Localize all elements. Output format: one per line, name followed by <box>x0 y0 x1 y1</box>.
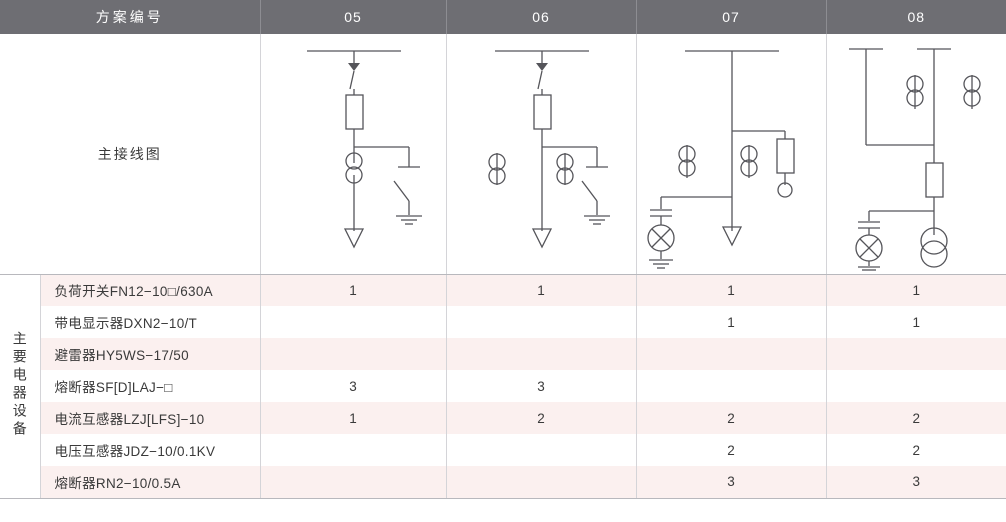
cell-06: 3 <box>446 370 637 402</box>
cell-05 <box>260 338 447 370</box>
current-transformer-right-icon-bottom <box>555 167 574 185</box>
header-column-05: 05 <box>260 0 447 34</box>
row-label: 带电显示器DXN2−10/T <box>40 306 261 338</box>
fuse-icon <box>775 138 795 174</box>
cell-05: 3 <box>260 370 447 402</box>
cell-05 <box>260 306 447 338</box>
group-label-text: 主要电器设备 <box>11 330 28 439</box>
cell-05 <box>260 466 447 499</box>
diagram-cell-05 <box>260 34 447 275</box>
current-transformer-right-icon-bottom <box>962 89 981 107</box>
vt-cross-2 <box>859 238 878 258</box>
row-label: 电流互感器LZJ[LFS]−10 <box>40 402 261 434</box>
current-transformer-right-icon-top <box>555 153 574 171</box>
main-wiring-diagram-label: 主接线图 <box>0 34 261 275</box>
fuse-icon <box>924 162 944 198</box>
current-transformer-right-icon-top <box>962 75 981 93</box>
row-label: 熔断器SF[D]LAJ−□ <box>40 370 261 402</box>
current-transformer-left-icon-bottom <box>905 89 924 107</box>
cell-07: 2 <box>636 434 827 466</box>
cell-06: 2 <box>446 402 637 434</box>
load-switch-blade <box>348 70 355 89</box>
diagram-cell-06 <box>446 34 637 275</box>
fuse-icon <box>532 94 552 130</box>
fuse-icon <box>344 94 364 130</box>
current-transformer-left-icon-top <box>905 75 924 93</box>
current-transformer-right-icon-top <box>739 145 758 163</box>
group-label-main-equipment: 主要电器设备 <box>0 274 41 499</box>
row-label: 负荷开关FN12−10□/630A <box>40 274 261 306</box>
cell-06 <box>446 466 637 499</box>
cell-05 <box>260 434 447 466</box>
table-row: 熔断器RN2−10/0.5A 3 3 <box>0 466 1006 499</box>
diagram-cell-07 <box>636 34 827 275</box>
cell-08: 1 <box>826 274 1006 306</box>
current-transformer-left-icon-bottom <box>677 159 696 177</box>
table-header: 方案编号 05 06 07 08 <box>0 0 1006 34</box>
small-circle-icon <box>776 182 793 198</box>
cell-07: 1 <box>636 274 827 306</box>
disconnector-arrow-icon <box>535 62 548 71</box>
cell-06 <box>446 338 637 370</box>
current-transformer-left-icon-top <box>677 145 696 163</box>
cell-07 <box>636 338 827 370</box>
earthing-switch-blade <box>392 180 410 202</box>
table-row: 电压互感器JDZ−10/0.1KV 2 2 <box>0 434 1006 466</box>
cell-07: 1 <box>636 306 827 338</box>
current-transformer-left-icon-top <box>487 153 506 171</box>
cell-08: 3 <box>826 466 1006 499</box>
table-row: 熔断器SF[D]LAJ−□ 3 3 <box>0 370 1006 402</box>
transformer-double-circle-icon-bottom <box>919 240 948 268</box>
table-body: 主接线图 <box>0 34 1006 499</box>
cell-07 <box>636 370 827 402</box>
table-row: 主要电器设备 负荷开关FN12−10□/630A 1 1 1 1 <box>0 274 1006 499</box>
disconnector-arrow-icon <box>347 62 360 71</box>
current-transformer-left-icon-bottom <box>487 167 506 185</box>
table-row: 带电显示器DXN2−10/T 1 1 <box>0 306 1006 338</box>
vt-cross-2 <box>651 228 670 248</box>
header-column-07: 07 <box>636 0 827 34</box>
cell-06 <box>446 434 637 466</box>
scheme-spec-table: 方案编号 05 06 07 08 主接线图 <box>0 0 1006 499</box>
load-switch-blade <box>536 70 543 89</box>
row-label: 电压互感器JDZ−10/0.1KV <box>40 434 261 466</box>
current-transformer-icon-top <box>344 152 363 170</box>
transformer-double-circle-icon-top <box>919 227 948 255</box>
main-wiring-diagram-row: 主接线图 <box>0 34 1006 275</box>
header-column-06: 06 <box>446 0 637 34</box>
header-column-08: 08 <box>826 0 1006 34</box>
cell-08: 2 <box>826 434 1006 466</box>
row-label: 避雷器HY5WS−17/50 <box>40 338 261 370</box>
earthing-switch-blade <box>580 180 598 202</box>
cell-08: 1 <box>826 306 1006 338</box>
cell-07: 3 <box>636 466 827 499</box>
cable-arrow-icon <box>531 228 552 249</box>
cell-05: 1 <box>260 402 447 434</box>
row-label: 熔断器RN2−10/0.5A <box>40 466 261 499</box>
cell-06: 1 <box>446 274 637 306</box>
cable-arrow-icon <box>721 226 742 247</box>
table-row: 电流互感器LZJ[LFS]−10 1 2 2 2 <box>0 402 1006 434</box>
diagram-cell-08 <box>826 34 1006 275</box>
header-row: 方案编号 05 06 07 08 <box>0 0 1006 34</box>
cell-06 <box>446 306 637 338</box>
cell-08 <box>826 370 1006 402</box>
cell-08 <box>826 338 1006 370</box>
table-row: 避雷器HY5WS−17/50 <box>0 338 1006 370</box>
cell-07: 2 <box>636 402 827 434</box>
current-transformer-right-icon-bottom <box>739 159 758 177</box>
cable-arrow-icon <box>343 228 364 249</box>
cell-08: 2 <box>826 402 1006 434</box>
header-scheme-number: 方案编号 <box>0 0 261 34</box>
cell-05: 1 <box>260 274 447 306</box>
